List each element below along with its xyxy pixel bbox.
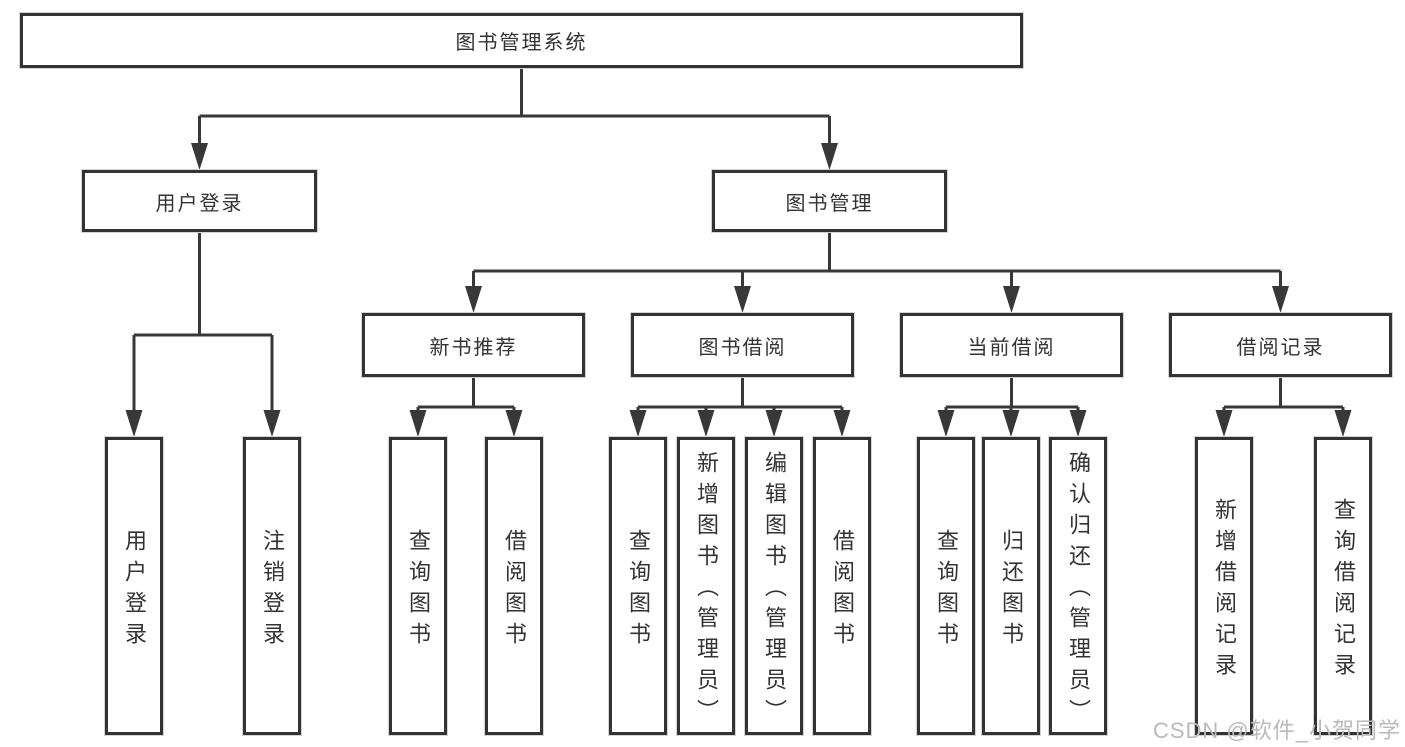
- leaf-logout: 注销登录: [243, 437, 301, 735]
- arrowhead-down-icon: [1334, 410, 1352, 437]
- leaf-label: 注销登录: [260, 528, 285, 653]
- leaf-label: 用户登录: [122, 528, 147, 653]
- arrowhead-down-icon: [1003, 286, 1020, 313]
- arrowhead-down-icon: [821, 143, 838, 170]
- leaf-add-book-admin: 新增图书（管理员）: [677, 437, 735, 735]
- leaf-borrow-books-recommend: 借阅图书: [485, 437, 543, 735]
- node-label: 借阅记录: [1236, 336, 1325, 359]
- leaf-query-books-current: 查询图书: [917, 437, 975, 735]
- watermark: CSDN @软件_小贺同学: [1152, 718, 1401, 743]
- node-library-system: 图书管理系统: [20, 13, 1023, 68]
- leaf-label: 查询借阅记录: [1331, 497, 1356, 684]
- leaf-label: 新增图书（管理员）: [694, 451, 719, 730]
- node-new-book-recommend: 新书推荐: [362, 313, 585, 377]
- node-book-borrowing: 图书借阅: [631, 313, 854, 377]
- arrowhead-down-icon: [697, 410, 715, 437]
- arrowhead-down-icon: [191, 143, 208, 170]
- node-label: 图书借阅: [698, 336, 787, 359]
- arrowhead-down-icon: [765, 410, 783, 437]
- leaf-query-books-recommend: 查询图书: [389, 437, 447, 735]
- node-book-management: 图书管理: [712, 170, 947, 232]
- arrowhead-down-icon: [629, 410, 647, 437]
- node-label: 用户登录: [155, 192, 244, 215]
- arrowhead-down-icon: [505, 410, 523, 437]
- leaf-label: 查询图书: [626, 528, 651, 653]
- leaf-confirm-return-admin: 确认归还（管理员）: [1049, 437, 1107, 735]
- arrowhead-down-icon: [465, 286, 482, 313]
- arrowhead-down-icon: [1069, 410, 1087, 437]
- leaf-borrow-books-borrowing: 借阅图书: [813, 437, 871, 735]
- leaf-label: 查询图书: [406, 528, 431, 653]
- leaf-query-borrow-record: 查询借阅记录: [1314, 437, 1372, 735]
- arrowhead-down-icon: [1272, 286, 1289, 313]
- node-label: 新书推荐: [429, 336, 518, 359]
- leaf-query-books-borrowing: 查询图书: [609, 437, 667, 735]
- leaf-user-login: 用户登录: [105, 437, 163, 735]
- leaf-add-borrow-record: 新增借阅记录: [1195, 437, 1253, 735]
- arrowhead-down-icon: [409, 410, 427, 437]
- arrowhead-down-icon: [734, 286, 751, 313]
- leaf-label: 新增借阅记录: [1212, 497, 1237, 684]
- leaf-label: 借阅图书: [830, 528, 855, 653]
- leaf-label: 归还图书: [999, 528, 1024, 653]
- arrowhead-down-icon: [1215, 410, 1233, 437]
- node-label: 图书管理系统: [455, 32, 588, 54]
- leaf-return-books: 归还图书: [982, 437, 1040, 735]
- node-label: 图书管理: [785, 192, 874, 215]
- leaf-label: 查询图书: [934, 528, 959, 653]
- node-borrowing-records: 借阅记录: [1169, 313, 1392, 377]
- node-user-login: 用户登录: [82, 170, 317, 232]
- arrowhead-down-icon: [125, 410, 143, 437]
- node-label: 当前借阅: [967, 336, 1056, 359]
- leaf-label: 确认归还（管理员）: [1066, 451, 1091, 730]
- leaf-label: 编辑图书（管理员）: [762, 451, 787, 730]
- arrowhead-down-icon: [833, 410, 851, 437]
- arrowhead-down-icon: [1002, 410, 1020, 437]
- leaf-label: 借阅图书: [502, 528, 527, 653]
- arrowhead-down-icon: [263, 410, 281, 437]
- node-current-borrowing: 当前借阅: [900, 313, 1123, 377]
- arrowhead-down-icon: [937, 410, 955, 437]
- leaf-edit-book-admin: 编辑图书（管理员）: [745, 437, 803, 735]
